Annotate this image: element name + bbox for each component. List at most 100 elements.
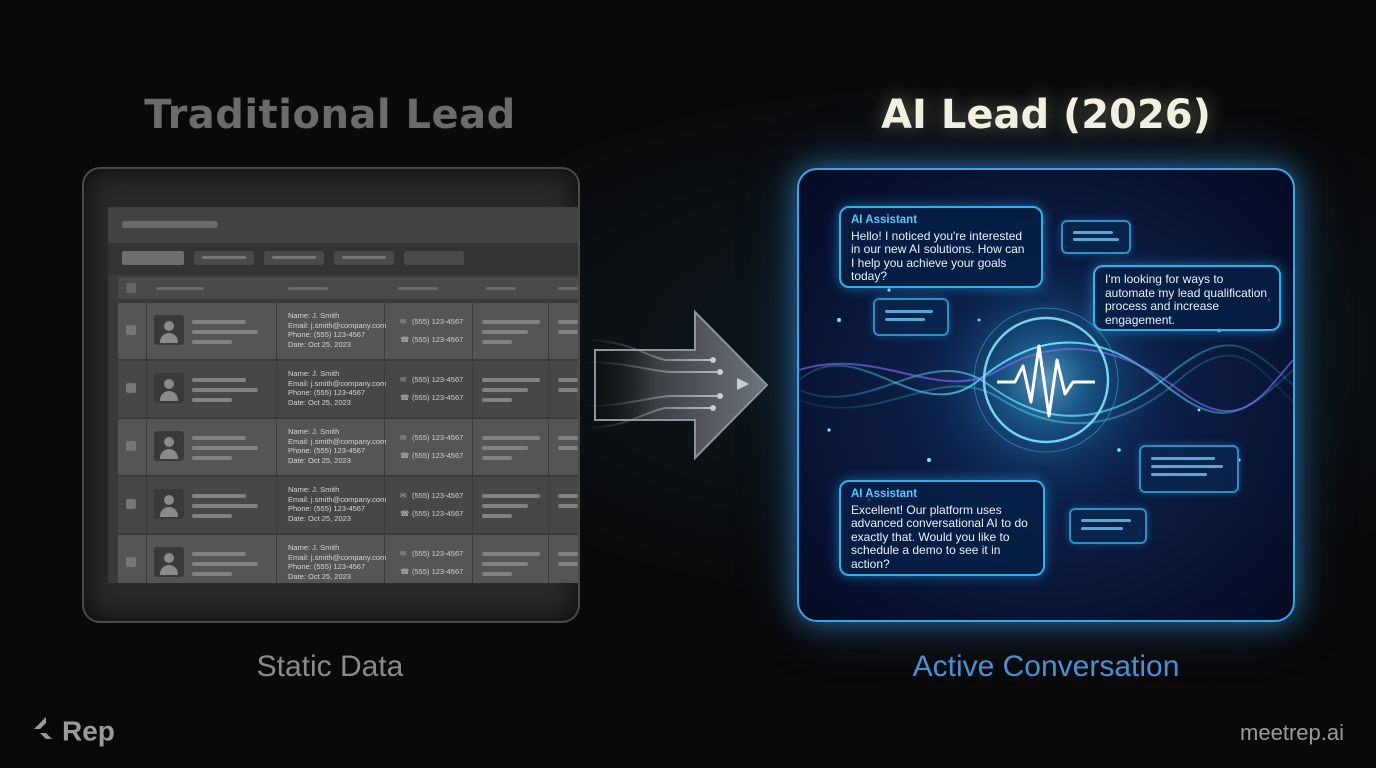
row-checkbox[interactable] <box>126 441 136 451</box>
header-label-placeholder <box>558 287 578 290</box>
contact-value: (555) 123-4567 <box>412 393 464 402</box>
lead-detail-line: Name: J. Smith <box>288 485 340 494</box>
traditional-lead-heading: Traditional Lead <box>144 92 516 138</box>
lead-contacts: ✉ (555) 123-4567☎(555) 123-4567 <box>400 429 463 465</box>
mail-icon: ✉ <box>400 375 407 384</box>
contact-value: (555) 123-4567 <box>412 491 464 500</box>
lead-detail-line: Phone: (555) 123-4567 <box>288 388 366 397</box>
phone-icon: ☎ <box>400 451 410 460</box>
lead-detail-line: Phone: (555) 123-4567 <box>288 562 366 571</box>
contact-value: (555) 123-4567 <box>412 375 464 384</box>
ai-assistant-label: AI Assistant <box>851 488 918 500</box>
ai-lead-heading: AI Lead (2026) <box>881 92 1211 138</box>
message-placeholder-bubble <box>1069 508 1147 544</box>
contact-value: (555) 123-4567 <box>412 549 464 558</box>
lead-contacts: ✉ (555) 123-4567☎(555) 123-4567 <box>400 545 463 581</box>
message-placeholder-bubble <box>1061 220 1131 254</box>
website-url[interactable]: meetrep.ai <box>1240 720 1344 745</box>
tab-placeholder[interactable] <box>264 251 324 265</box>
avatar-icon <box>154 489 184 519</box>
tab-placeholder[interactable] <box>404 251 464 265</box>
lead-detail-line: Date: Oct 25, 2023 <box>288 397 351 407</box>
header-label-placeholder <box>398 287 438 290</box>
message-placeholder-bubble <box>873 298 949 336</box>
static-data-caption: Static Data <box>256 650 404 683</box>
contact-value: (555) 123-4567 <box>412 433 464 442</box>
avatar-icon <box>154 315 184 345</box>
row-checkbox[interactable] <box>126 383 136 393</box>
lead-detail-line: Date: Oct 25, 2023 <box>288 513 351 523</box>
mail-icon: ✉ <box>400 317 407 326</box>
lead-detail-line: Date: Oct 25, 2023 <box>288 455 351 465</box>
contact-value: (555) 123-4567 <box>412 509 464 518</box>
rep-logo: Rep <box>32 714 115 748</box>
lead-detail-line: Phone: (555) 123-4567 <box>288 446 366 455</box>
lead-detail-line: Name: J. Smith <box>288 369 340 378</box>
topbar-title-placeholder <box>122 221 218 228</box>
lead-contacts: ✉ (555) 123-4567☎(555) 123-4567 <box>400 313 463 349</box>
user-reply-text: I'm looking for ways to automate my lead… <box>1105 272 1268 327</box>
avatar-icon <box>154 373 184 403</box>
lead-contacts: ✉ (555) 123-4567☎(555) 123-4567 <box>400 371 463 407</box>
message-placeholder-bubble <box>1139 445 1239 493</box>
ai-greeting-text: Hello! I noticed you're interested in ou… <box>851 228 1025 283</box>
lead-detail-line: Phone: (555) 123-4567 <box>288 504 366 513</box>
phone-icon: ☎ <box>400 567 410 576</box>
phone-icon: ☎ <box>400 335 410 344</box>
lead-detail-line: Phone: (555) 123-4567 <box>288 330 366 339</box>
phone-icon: ☎ <box>400 393 410 402</box>
mail-icon: ✉ <box>400 491 407 500</box>
mail-icon: ✉ <box>400 549 407 558</box>
user-reply-bubble: I'm looking for ways to automate my lead… <box>1093 265 1281 331</box>
row-checkbox[interactable] <box>126 325 136 335</box>
lead-detail-line: Email: j.smith@company.com <box>288 378 387 388</box>
ai-conversation-panel: AI Assistant Hello! I noticed you're int… <box>797 168 1295 622</box>
contact-value: (555) 123-4567 <box>412 451 464 460</box>
contact-value: (555) 123-4567 <box>412 317 464 326</box>
header-label-placeholder <box>156 287 204 290</box>
lead-detail-line: Date: Oct 25, 2023 <box>288 571 351 581</box>
phone-icon: ☎ <box>400 509 410 518</box>
tab-placeholder[interactable] <box>334 251 394 265</box>
active-conversation-caption: Active Conversation <box>912 650 1180 683</box>
lead-contacts: ✉ (555) 123-4567☎(555) 123-4567 <box>400 487 463 523</box>
tab-placeholder[interactable] <box>122 251 184 265</box>
header-checkbox[interactable] <box>126 283 136 293</box>
lead-detail-line: Name: J. Smith <box>288 427 340 436</box>
avatar-icon <box>154 547 184 577</box>
tab-placeholder[interactable] <box>194 251 254 265</box>
lead-detail-line: Date: Oct 25, 2023 <box>288 339 351 349</box>
ai-assistant-label: AI Assistant <box>851 214 918 226</box>
ai-assistant-greeting-bubble: AI Assistant Hello! I noticed you're int… <box>839 206 1043 288</box>
ai-response-text: Excellent! Our platform uses advanced co… <box>851 502 1028 571</box>
rep-logo-text: Rep <box>62 715 115 747</box>
table-header <box>118 277 578 299</box>
lead-detail-line: Email: j.smith@company.com <box>288 436 387 446</box>
lead-detail-line: Email: j.smith@company.com <box>288 320 387 330</box>
avatar-icon <box>154 431 184 461</box>
transition-arrow-icon <box>585 309 769 461</box>
lead-detail-line: Email: j.smith@company.com <box>288 494 387 504</box>
lead-detail-line: Name: J. Smith <box>288 543 340 552</box>
mail-icon: ✉ <box>400 433 407 442</box>
header-label-placeholder <box>288 287 328 290</box>
row-checkbox[interactable] <box>126 557 136 567</box>
lead-detail-line: Email: j.smith@company.com <box>288 552 387 562</box>
header-label-placeholder <box>486 287 516 290</box>
contact-value: (555) 123-4567 <box>412 335 464 344</box>
row-checkbox[interactable] <box>126 499 136 509</box>
contact-value: (555) 123-4567 <box>412 567 464 576</box>
ai-assistant-response-bubble: AI Assistant Excellent! Our platform use… <box>839 480 1045 576</box>
